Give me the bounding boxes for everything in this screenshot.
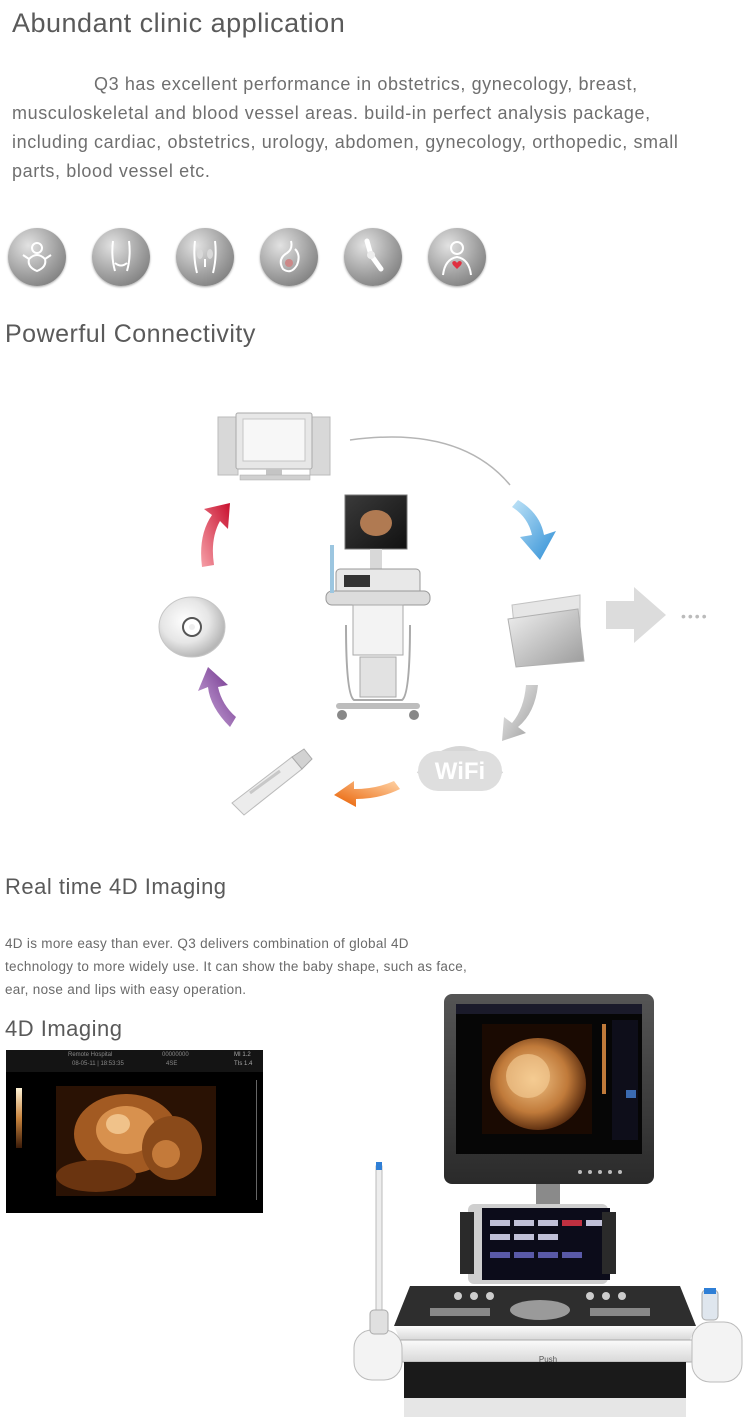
- monitor: [444, 994, 654, 1184]
- 4d-paragraph: 4D is more easy than ever. Q3 delivers c…: [5, 932, 565, 1001]
- 4d-imaging-subtitle: 4D Imaging: [5, 1016, 123, 1041]
- wifi-label: WiFi: [435, 758, 485, 785]
- scan-tis: TIs 1.4: [234, 1061, 253, 1067]
- joint-icon: [344, 228, 402, 286]
- cd-disc-icon: [158, 596, 226, 658]
- ultrasound-machine-icon: [325, 494, 431, 720]
- clinic-paragraph-line: parts, blood vessel etc.: [12, 161, 211, 181]
- 4d-paragraph-line: technology to more widely use. It can sh…: [5, 959, 468, 974]
- folder-icon: [507, 594, 585, 668]
- section-title-clinic: Abundant clinic application: [12, 8, 346, 38]
- clinic-paragraph-line: musculoskeletal and blood vessel areas. …: [12, 103, 651, 123]
- clinic-paragraph-line: including cardiac, obstetrics, urology, …: [12, 132, 679, 152]
- scan-date: 08-05-11 | 18:53:35: [72, 1061, 124, 1067]
- arrow-gray-right: [606, 587, 666, 643]
- urology-icon: [176, 228, 234, 286]
- scan-mode: 4SE: [166, 1061, 178, 1067]
- baby-icon: [8, 228, 66, 286]
- computer-icon: [217, 412, 331, 481]
- machine-body: Push: [379, 1339, 711, 1417]
- clinic-icon-row: [8, 228, 498, 288]
- monitor-arm: [536, 1184, 560, 1204]
- control-panel: [394, 1286, 696, 1340]
- stomach-icon: [260, 228, 318, 286]
- section-title-4d: Real time 4D Imaging: [5, 874, 227, 899]
- ultrasound-machine-photo: Push: [353, 994, 743, 1417]
- scan-mi: MI 1.2: [234, 1052, 251, 1058]
- 4d-paragraph-line: 4D is more easy than ever. Q3 delivers c…: [5, 936, 409, 951]
- heart-torso-icon: [428, 228, 486, 286]
- probe-holder-left: [353, 1162, 403, 1381]
- clinic-paragraph-line: Q3 has excellent performance in obstetri…: [94, 74, 638, 94]
- usb-drive-icon: [231, 748, 313, 816]
- 4d-scan-image: Remote Hospital 00000000 08-05-11 | 18:5…: [6, 1050, 263, 1213]
- probe-holder-right: [691, 1288, 743, 1383]
- more-ellipsis: ••••: [681, 608, 709, 624]
- push-label: Push: [539, 1355, 557, 1364]
- clinic-paragraph: Q3 has excellent performance in obstetri…: [12, 70, 742, 186]
- fetus-render: [56, 1086, 216, 1196]
- touch-panel: [460, 1204, 616, 1284]
- scan-hospital: Remote Hospital: [68, 1052, 113, 1058]
- scan-color-bar: [16, 1088, 22, 1148]
- arrow-orange: [334, 781, 400, 807]
- arrow-blue: [512, 500, 556, 560]
- arrow-red: [201, 503, 230, 567]
- abdomen-icon: [92, 228, 150, 286]
- arrow-gray-down: [502, 685, 538, 741]
- scan-id: 00000000: [162, 1052, 189, 1058]
- wifi-icon: WiFi: [416, 746, 504, 791]
- 4d-paragraph-line: ear, nose and lips with easy operation.: [5, 982, 247, 997]
- connection-arc: [349, 436, 511, 486]
- section-title-connectivity: Powerful Connectivity: [5, 320, 256, 348]
- connectivity-diagram: •••• WiFi: [158, 412, 709, 816]
- arrow-purple: [198, 667, 236, 727]
